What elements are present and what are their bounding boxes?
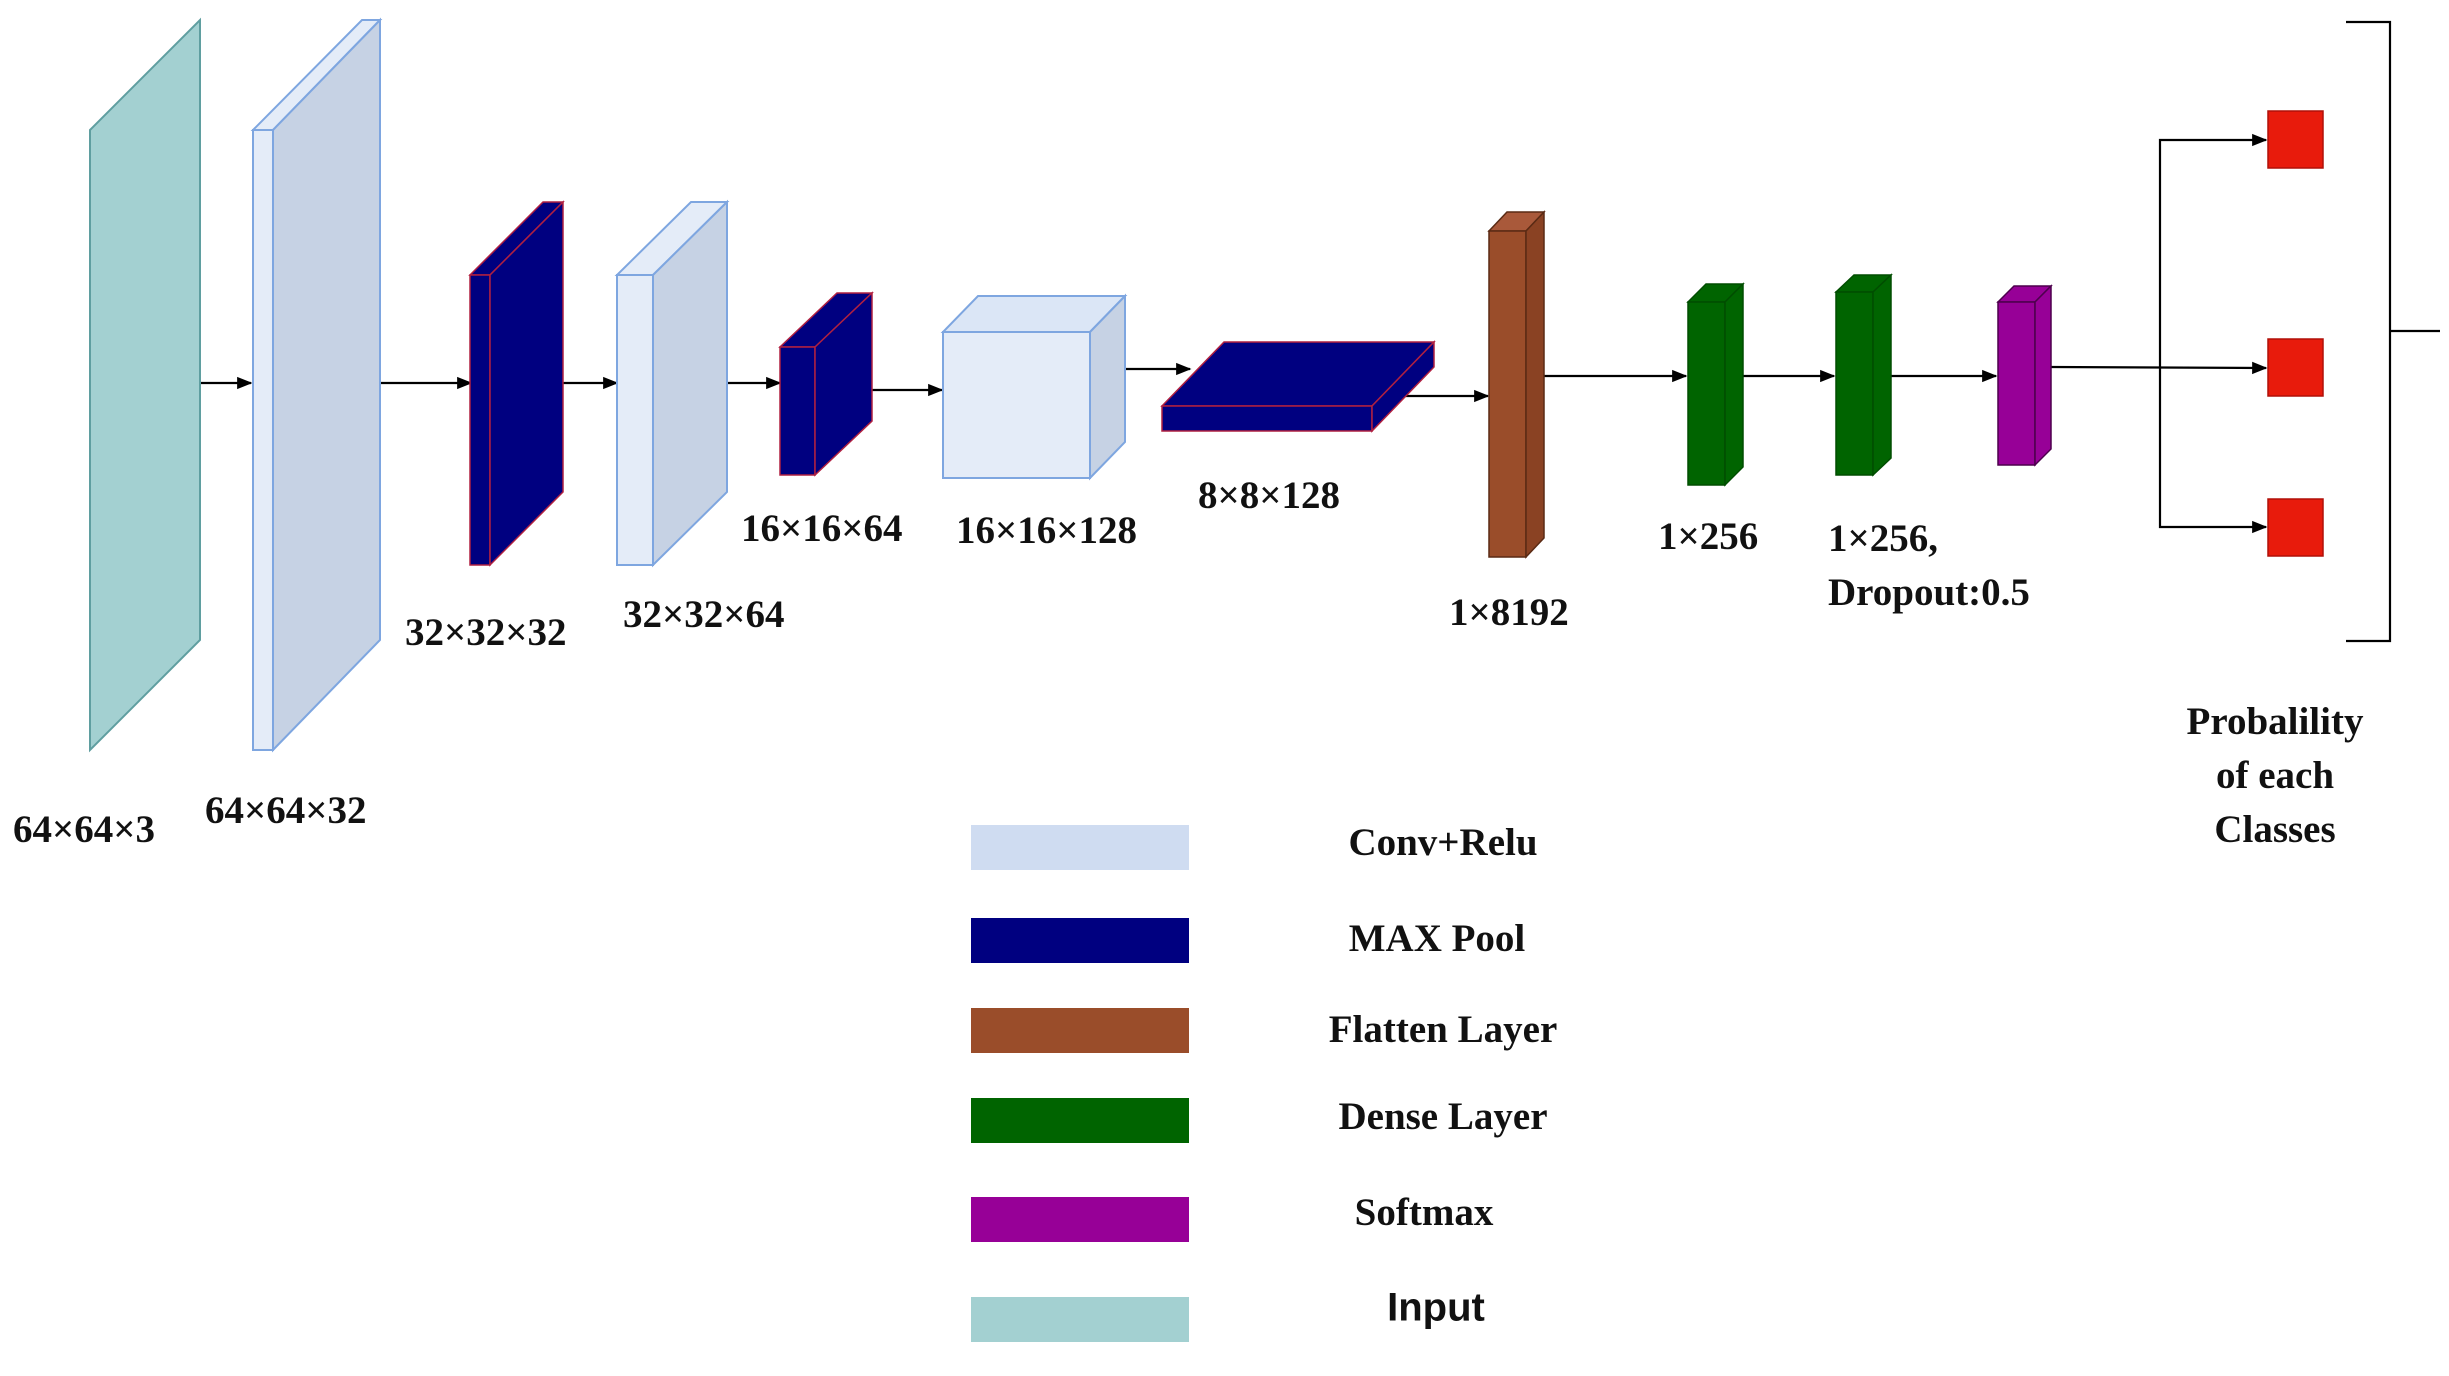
conv2-block bbox=[614, 199, 730, 568]
conv1-label: 64×64×32 bbox=[205, 789, 366, 832]
pool1-label: 32×32×32 bbox=[405, 611, 566, 654]
dense1-label: 1×256 bbox=[1658, 515, 1758, 558]
legend-swatch-dense bbox=[971, 1098, 1189, 1143]
conv2-label: 32×32×64 bbox=[623, 593, 784, 636]
output-class-1 bbox=[2267, 110, 2324, 169]
pool2-block bbox=[778, 291, 874, 477]
pool3-label: 8×8×128 bbox=[1198, 474, 1340, 517]
output-bracket bbox=[2346, 20, 2392, 643]
output-label-line1: Probalility bbox=[2187, 700, 2364, 743]
legend-label-dense: Dense Layer bbox=[1338, 1095, 1547, 1138]
pool3-block bbox=[1160, 340, 1436, 433]
legend-label-flatten: Flatten Layer bbox=[1329, 1008, 1558, 1051]
flow-arrows bbox=[200, 133, 2268, 534]
arrow-softmax-class-2 bbox=[2050, 361, 2268, 375]
output-label-line2: of each bbox=[2216, 754, 2334, 797]
output-classes bbox=[2267, 20, 2440, 643]
arrow-softmax-class-1 bbox=[2158, 133, 2268, 368]
legend-label-conv: Conv+Relu bbox=[1348, 821, 1537, 864]
output-label-line3: Classes bbox=[2214, 808, 2335, 851]
dense2-block bbox=[1834, 273, 1893, 477]
flatten-block bbox=[1487, 210, 1546, 559]
output-class-3 bbox=[2267, 498, 2324, 557]
legend: Conv+Relu MAX Pool Flatten Layer Dense L… bbox=[971, 821, 1557, 1342]
legend-swatch-input bbox=[971, 1297, 1189, 1342]
softmax-block bbox=[1996, 284, 2053, 467]
legend-label-maxpool: MAX Pool bbox=[1349, 917, 1526, 960]
dense1-block bbox=[1686, 282, 1745, 487]
legend-swatch-flatten bbox=[971, 1008, 1189, 1053]
input-layer-label: 64×64×3 bbox=[13, 808, 155, 851]
legend-swatch-conv bbox=[971, 825, 1189, 870]
legend-swatch-softmax bbox=[971, 1197, 1189, 1242]
layer-labels: 64×64×3 64×64×32 32×32×32 32×32×64 16×16… bbox=[13, 474, 2364, 851]
conv3-block bbox=[940, 293, 1128, 481]
dense2-label-line2: Dropout:0.5 bbox=[1828, 571, 2030, 614]
flatten-label: 1×8192 bbox=[1449, 591, 1569, 634]
legend-swatch-maxpool bbox=[971, 918, 1189, 963]
pool2-label: 16×16×64 bbox=[741, 507, 902, 550]
conv1-block bbox=[250, 17, 383, 753]
arrow-softmax-class-3 bbox=[2158, 368, 2268, 534]
legend-label-input: Input bbox=[1387, 1286, 1485, 1330]
legend-label-softmax: Softmax bbox=[1355, 1191, 1494, 1234]
output-class-2 bbox=[2267, 338, 2324, 397]
input-layer-block bbox=[89, 17, 201, 753]
pool1-block bbox=[468, 200, 565, 567]
conv3-label: 16×16×128 bbox=[956, 509, 1137, 552]
dense2-label-line1: 1×256, bbox=[1828, 517, 1938, 560]
